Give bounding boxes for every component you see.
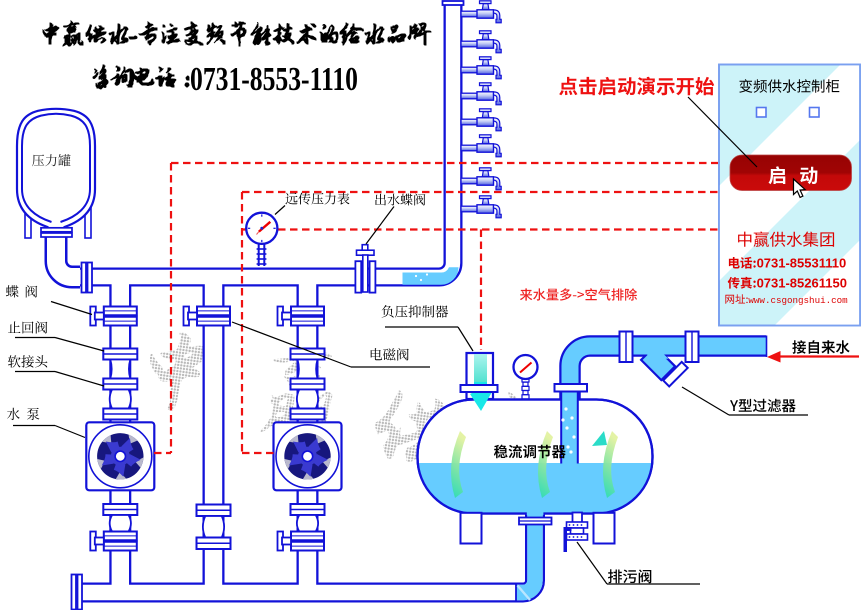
svg-text:0731-8553-1110: 0731-8553-1110 (190, 61, 358, 98)
svg-text:0731-85531110: 0731-85531110 (757, 256, 847, 271)
svg-text:0731-85261150: 0731-85261150 (757, 276, 847, 291)
svg-text:www.csgongshui.com: www.csgongshui.com (748, 295, 848, 306)
